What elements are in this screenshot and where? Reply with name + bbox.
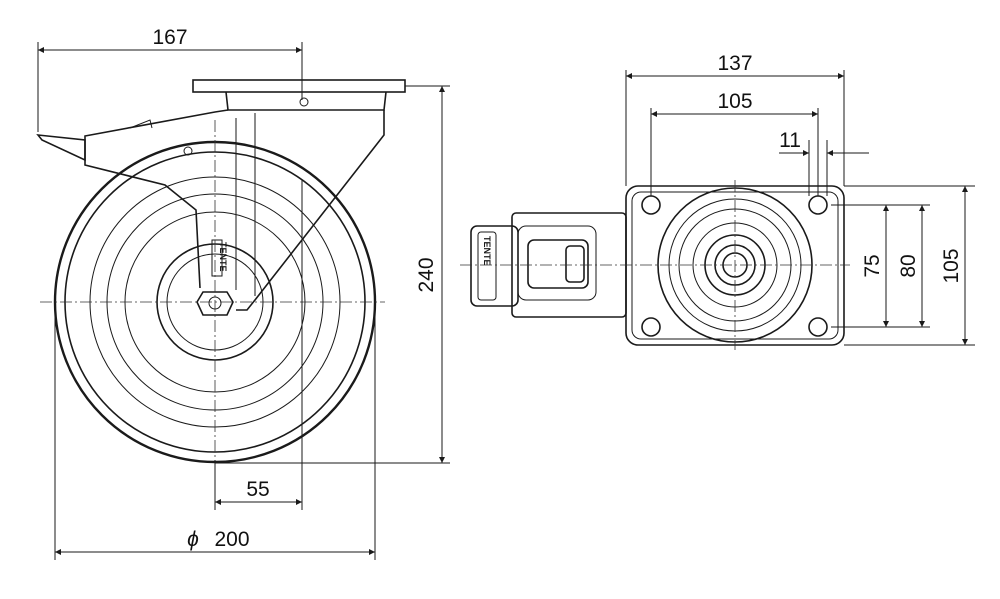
kingpin-dot bbox=[299, 97, 309, 107]
bolt-hole bbox=[641, 317, 661, 337]
dim-plate-width-inner: 80 bbox=[897, 205, 925, 327]
brand-mark-side: TENTE bbox=[218, 242, 228, 272]
dim-overall-length: 167 bbox=[38, 26, 302, 53]
dim-plate-width-inner-value: 80 bbox=[897, 254, 920, 277]
dim-hole-spacing-long: 105 bbox=[651, 90, 818, 117]
top-view: TENTE 137 105 11 bbox=[460, 52, 975, 350]
brand-label-side bbox=[211, 239, 223, 277]
dim-plate-width-value: 105 bbox=[940, 248, 963, 283]
brake-clip bbox=[129, 119, 153, 129]
dim-bolt-hole-value: 11 bbox=[779, 129, 801, 152]
brake-pedal bbox=[36, 134, 86, 162]
brand-mark-top: TENTE bbox=[482, 236, 492, 266]
dim-plate-length-value: 137 bbox=[717, 52, 752, 75]
dim-wheel-diameter: ϕ 200 bbox=[55, 528, 375, 555]
top-plate bbox=[192, 79, 406, 93]
bolt-hole bbox=[808, 317, 828, 337]
pedal-label-plate bbox=[477, 231, 497, 301]
dim-wheel-diameter-value: 200 bbox=[214, 528, 249, 551]
dim-plate-length: 137 bbox=[626, 52, 844, 79]
brake-cam bbox=[527, 239, 589, 289]
dim-hole-spacing-short-value: 75 bbox=[861, 254, 884, 277]
side-view: TENTE 167 240 55 ϕ bbox=[36, 26, 450, 560]
dim-hole-spacing-short: 75 bbox=[861, 205, 889, 327]
bolt-holes bbox=[641, 195, 828, 337]
brake-pedal-top bbox=[470, 225, 519, 307]
rivet bbox=[183, 146, 193, 156]
diameter-symbol: ϕ bbox=[187, 528, 199, 551]
dim-overall-length-value: 167 bbox=[152, 26, 187, 49]
dim-plate-width: 105 bbox=[940, 186, 968, 345]
swivel-ring bbox=[225, 91, 387, 111]
dim-overall-height-value: 240 bbox=[415, 257, 438, 292]
dim-wheel-width-value: 55 bbox=[246, 478, 269, 501]
bolt-hole bbox=[641, 195, 661, 215]
bolt-hole bbox=[808, 195, 828, 215]
fork: TENTE bbox=[36, 109, 385, 311]
swivel-head bbox=[192, 79, 406, 111]
dim-hole-spacing-long-value: 105 bbox=[717, 90, 752, 113]
brake-cam-pad bbox=[565, 245, 585, 283]
dim-bolt-hole: 11 bbox=[779, 129, 869, 156]
brake-lever-housing bbox=[84, 109, 229, 289]
fork-leg bbox=[236, 110, 385, 311]
dim-wheel-width: 55 bbox=[215, 478, 302, 505]
dim-overall-height: 240 bbox=[415, 86, 445, 463]
